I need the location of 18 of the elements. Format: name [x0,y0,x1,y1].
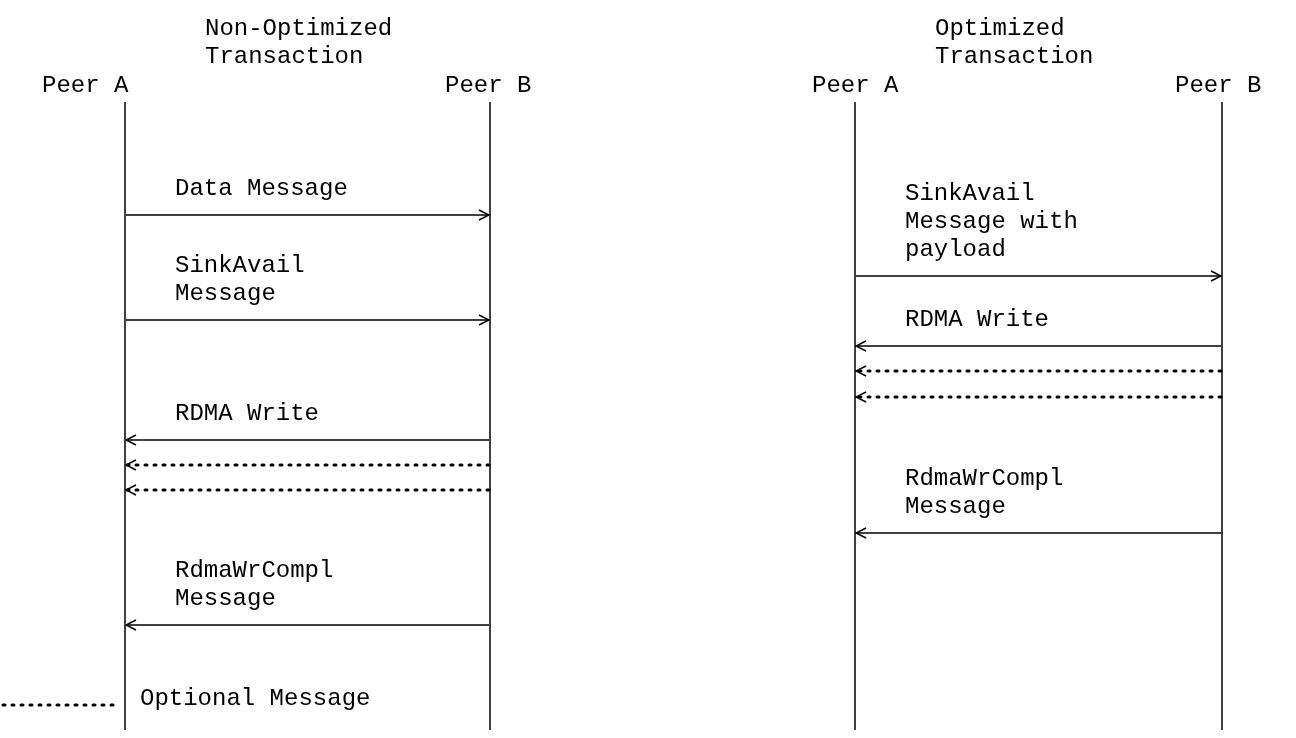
message-arrow [854,391,1223,403]
message-arrow [124,459,491,471]
message-arrow [125,434,490,446]
participant-label: Peer B [1175,72,1262,100]
message-arrow [855,340,1222,352]
participant-label: Peer A [42,72,129,100]
participant-label: Peer B [445,72,532,100]
message-arrow [854,365,1223,377]
legend-label: Optional Message [140,685,371,713]
message-arrow [855,527,1222,539]
message-arrow [125,314,490,326]
message-arrow [855,270,1222,282]
section-heading: Non-Optimized Transaction [205,15,394,71]
section-heading: Optimized Transaction [935,15,1095,71]
message-arrow [125,209,490,221]
message-arrow [124,484,491,496]
participant-label: Peer A [812,72,899,100]
message-arrow [125,619,490,631]
